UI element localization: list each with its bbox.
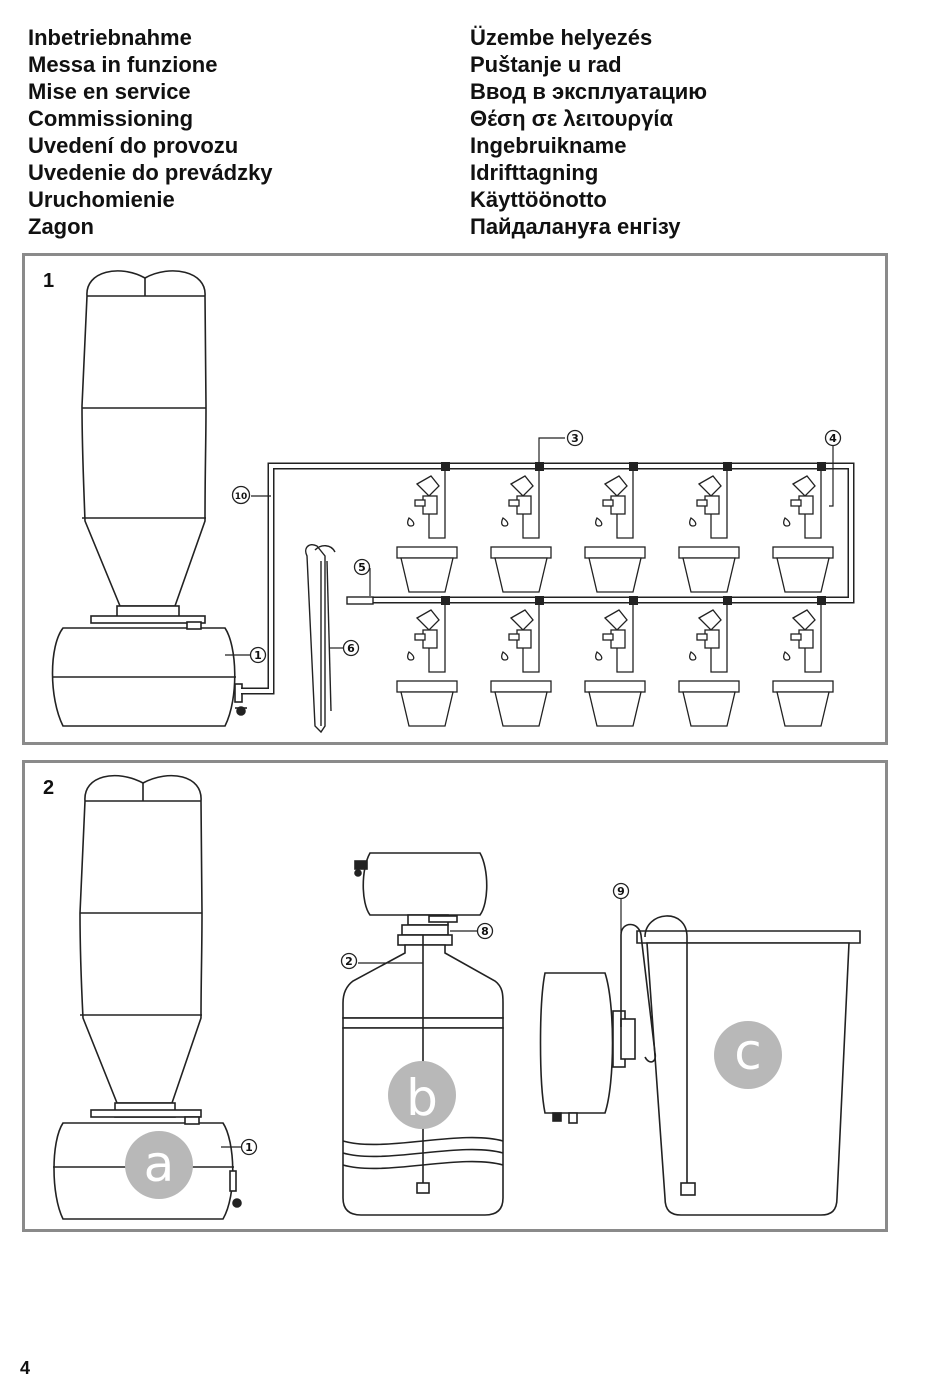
variant-letter: c	[734, 1023, 762, 1081]
dripper-rows	[396, 462, 834, 727]
title-line: Käyttöönotto	[470, 187, 607, 212]
callout-number: 8	[481, 925, 489, 938]
title-line: Mise en service	[28, 79, 191, 104]
callout-badge: 9	[612, 882, 630, 900]
title-line: Ingebruikname	[470, 133, 627, 158]
figure-panel-1: 1 3 4 5 6 10 1	[22, 253, 888, 745]
callout-number: 1	[254, 649, 262, 662]
variant-badge: a	[125, 1131, 193, 1199]
callout-badge: 1	[249, 646, 267, 664]
variant-c-drawing	[539, 915, 861, 1216]
title-line: Zagon	[28, 214, 94, 239]
callout-badge: 8	[476, 922, 494, 940]
title-line: Uvedení do provozu	[28, 133, 239, 158]
dripper-with-pot	[490, 462, 552, 593]
callout-number: 6	[347, 642, 355, 655]
title-line: Puštanje u rad	[470, 52, 622, 77]
irrigation-system-illustration: 1 3 4 5 6 10	[51, 270, 855, 734]
dripper-with-pot	[772, 462, 834, 593]
dripper-with-pot	[396, 596, 458, 727]
variant-b-drawing	[342, 852, 504, 1216]
title-line: Idrifttagning	[470, 160, 599, 185]
title-line: Ввод в эксплуатацию	[470, 79, 708, 104]
callout-badge: 4	[824, 429, 842, 447]
callout-badge: 3	[566, 429, 584, 447]
title-line: Uvedenie do prevádzky	[28, 160, 273, 185]
title-line: Inbetriebnahme	[28, 25, 192, 50]
callouts-panel-2: 1 2 8 9	[240, 882, 630, 1156]
title-list-right: Üzembe helyezés Puštanje u rad Ввод в эк…	[470, 24, 707, 240]
title-line: Commissioning	[28, 106, 194, 131]
water-bottle-drawing	[81, 270, 207, 624]
figure-panel-2: a b c 1 2 8 9 2	[22, 760, 888, 1232]
callout-number: 2	[345, 955, 353, 968]
panel-number: 1	[43, 270, 55, 292]
variant-badge: b	[388, 1061, 456, 1129]
callout-badge: 6	[342, 639, 360, 657]
ground-stake-drawing	[305, 544, 336, 734]
dripper-with-pot	[396, 462, 458, 593]
title-line: Uruchomienie	[28, 187, 175, 212]
callout-badge: 10	[231, 485, 251, 505]
variant-letter: a	[144, 1135, 175, 1193]
dripper-with-pot	[678, 596, 740, 727]
callout-badge: 5	[353, 558, 371, 576]
variant-badges: a b c	[125, 1021, 782, 1199]
title-line: Messa in funzione	[28, 52, 218, 77]
dripper-with-pot	[678, 462, 740, 593]
variant-badge: c	[714, 1021, 782, 1089]
callout-number: 10	[235, 492, 248, 502]
callout-number: 5	[358, 561, 366, 574]
installation-variants-illustration: a b c 1 2 8 9	[53, 775, 861, 1220]
variant-letter: b	[406, 1069, 438, 1127]
callout-number: 1	[245, 1141, 253, 1154]
dripper-with-pot	[584, 596, 646, 727]
dripper-with-pot	[772, 596, 834, 727]
callout-number: 4	[829, 432, 837, 445]
callout-badge: 2	[340, 952, 358, 970]
title-line: Θέση σε λειτουργία	[470, 106, 673, 131]
panel-number: 2	[43, 777, 55, 799]
title-line: Пайдалануға енгізу	[470, 214, 681, 239]
pump-unit-drawing	[51, 621, 247, 727]
supply-tube	[241, 462, 855, 695]
dripper-with-pot	[584, 462, 646, 593]
dripper-with-pot	[490, 596, 552, 727]
page-number: 4	[20, 1358, 31, 1378]
callout-number: 3	[571, 432, 579, 445]
callouts-panel-1: 1 3 4 5 6 10	[231, 429, 842, 664]
callout-badge: 1	[240, 1138, 258, 1156]
callout-number: 9	[617, 885, 625, 898]
title-line: Üzembe helyezés	[470, 25, 653, 50]
title-list-left: Inbetriebnahme Messa in funzione Mise en…	[28, 24, 273, 240]
